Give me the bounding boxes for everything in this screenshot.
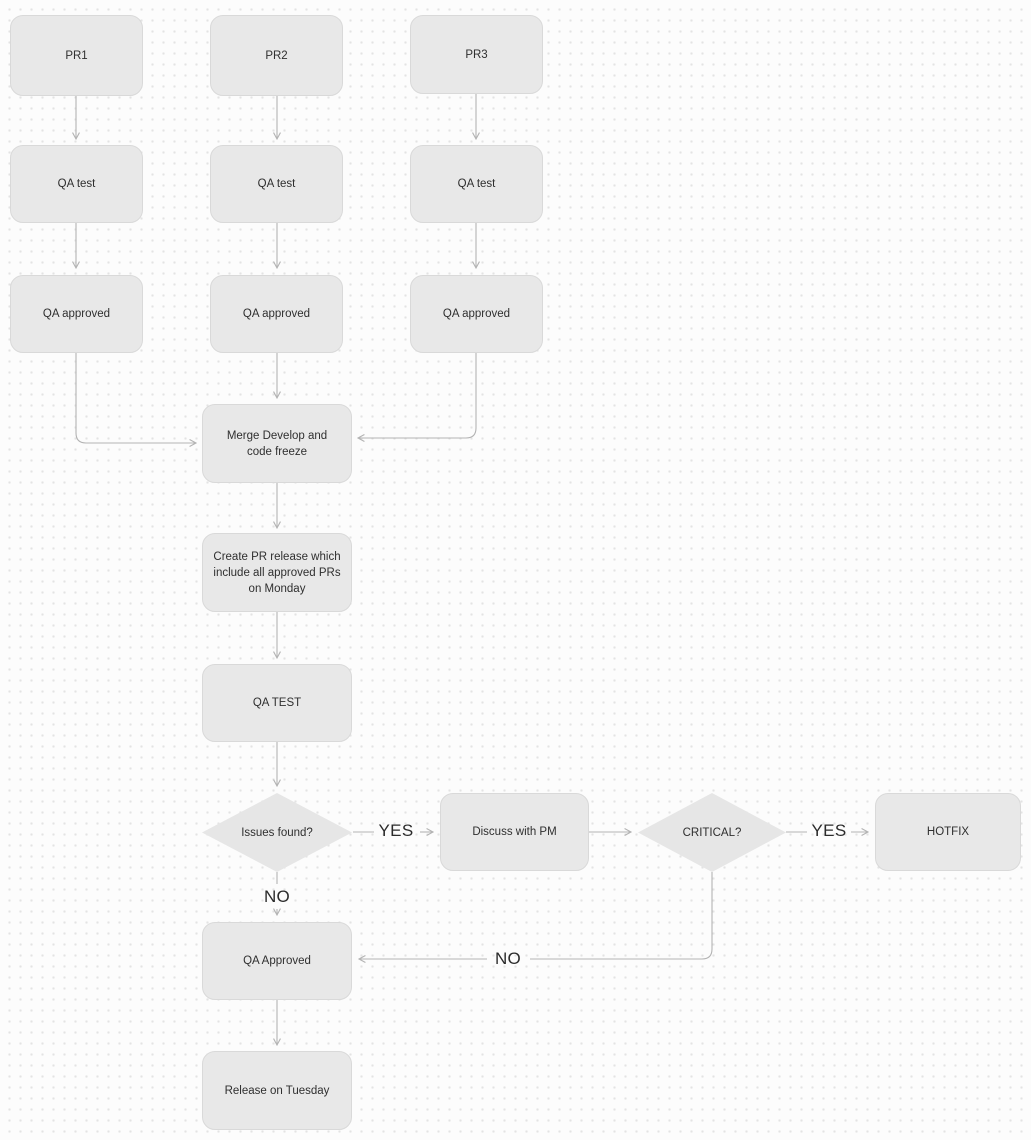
node-hotfix[interactable]: HOTFIX (875, 793, 1021, 871)
node-discuss-with-pm[interactable]: Discuss with PM (440, 793, 589, 871)
node-pr1[interactable]: PR1 (10, 15, 143, 96)
node-qa-test-2[interactable]: QA test (210, 145, 343, 223)
edge-label-issues-no[interactable]: NO (263, 887, 291, 906)
node-issues-found-decision[interactable]: Issues found? (202, 793, 352, 872)
node-release-tuesday[interactable]: Release on Tuesday (202, 1051, 352, 1130)
node-qa-approved-1[interactable]: QA approved (10, 275, 143, 353)
node-pr3[interactable]: PR3 (410, 15, 543, 94)
node-qa-test-release[interactable]: QA TEST (202, 664, 352, 742)
edge-qaapproved3-merge (356, 353, 477, 442)
node-qa-approved-3[interactable]: QA approved (410, 275, 543, 353)
edge-qaapproved1-merge (75, 353, 198, 447)
node-qa-test-3[interactable]: QA test (410, 145, 543, 223)
node-create-pr-release[interactable]: Create PR release which include all appr… (202, 533, 352, 612)
edge-critical-no-segment (530, 872, 713, 960)
node-qa-test-1[interactable]: QA test (10, 145, 143, 223)
node-qa-approved-2[interactable]: QA approved (210, 275, 343, 353)
node-merge-develop[interactable]: Merge Develop and code freeze (202, 404, 352, 483)
edge-label-issues-yes[interactable]: YES (378, 821, 414, 840)
edge-label-critical-yes[interactable]: YES (811, 821, 847, 840)
edge-label-critical-no[interactable]: NO (494, 949, 522, 968)
node-critical-decision[interactable]: CRITICAL? (638, 793, 786, 872)
node-pr2[interactable]: PR2 (210, 15, 343, 96)
node-qa-approved-final[interactable]: QA Approved (202, 922, 352, 1000)
